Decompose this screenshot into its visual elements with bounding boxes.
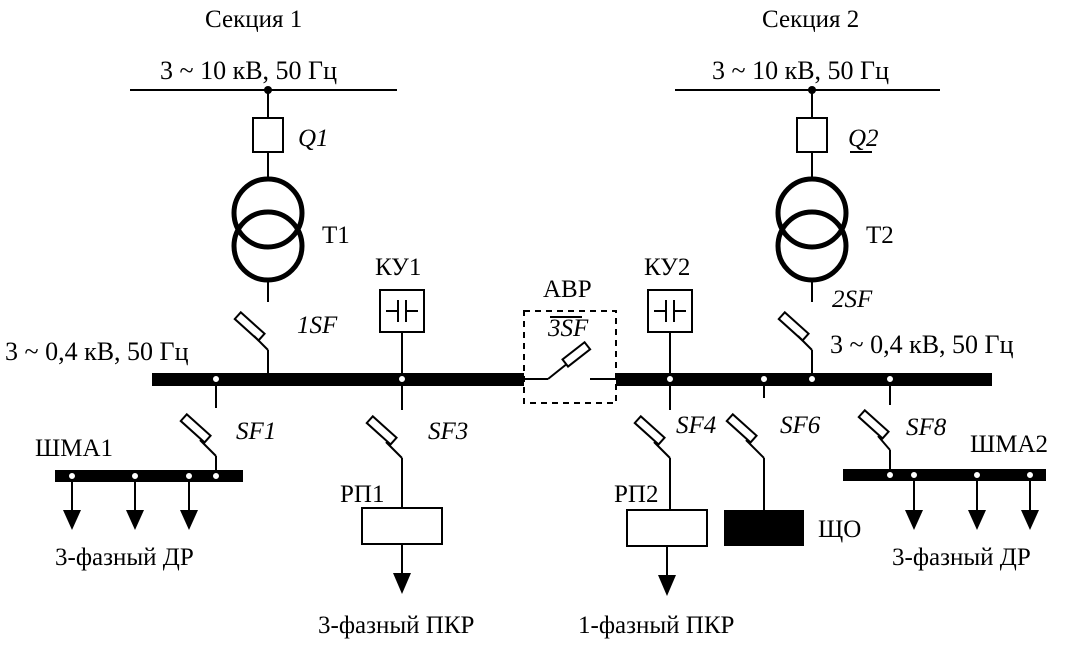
capacitor-ku2-icon[interactable]	[647, 289, 693, 333]
lighting-panel-label: ЩО	[818, 516, 861, 543]
busway1-loads	[63, 471, 198, 530]
transformer-t1-icon[interactable]	[231, 176, 305, 283]
section2-bus-node-t2	[807, 374, 817, 384]
panel-rp2-label: РП2	[614, 481, 658, 508]
panel-rp1-label: РП1	[340, 481, 384, 508]
load-arrow-icon	[63, 510, 81, 530]
transformer-t2-label: Т2	[866, 222, 894, 249]
breaker-q1-label: Q1	[298, 125, 329, 152]
breaker-3sf-label: 3SF	[547, 315, 589, 342]
panel-rp1-load-label: 3-фазный ПКР	[318, 612, 474, 639]
section1-busbar	[152, 373, 524, 386]
section1-bus-node-ku1	[397, 374, 407, 384]
section1-bus-node-sf1	[211, 374, 221, 384]
breaker-sf4-label: SF4	[676, 412, 716, 439]
section2-title: Секция 2	[762, 6, 859, 33]
busway1-load-label: 3-фазный ДР	[55, 544, 194, 571]
load-arrow-icon	[1021, 510, 1039, 530]
busway2-node-feed	[885, 470, 895, 480]
busway2-label: ШМА2	[970, 431, 1048, 458]
section2-busbar	[616, 373, 992, 386]
circuit-breaker-sf8-icon[interactable]	[857, 408, 891, 451]
load-arrow-icon	[968, 510, 986, 530]
circuit-breaker-sf1-icon[interactable]	[179, 412, 217, 457]
breaker-q2-label: Q2	[848, 125, 879, 152]
load-arrow-icon	[393, 573, 411, 594]
compensator-ku1-label: КУ1	[375, 254, 421, 281]
section1-title: Секция 1	[205, 6, 302, 33]
section2-bus-node-ku2	[665, 374, 675, 384]
capacitor-ku1-icon[interactable]	[379, 289, 425, 333]
breaker-sf8-label: SF8	[906, 414, 947, 441]
ats-frame	[523, 310, 617, 404]
load-arrow-icon	[126, 510, 144, 530]
circuit-breaker-sf6-icon[interactable]	[725, 412, 765, 459]
busway2-loads	[905, 470, 1039, 530]
section2-bus-node-sf8	[885, 374, 895, 384]
busway2-load-label: 3-фазный ДР	[892, 544, 1031, 571]
hv-breaker-q1-icon[interactable]	[252, 117, 284, 153]
section2-supply-label: 3 ~ 10 кВ, 50 Гц	[712, 56, 889, 85]
load-arrow-icon	[180, 510, 198, 530]
circuit-breaker-1sf-icon[interactable]	[233, 310, 269, 351]
transformer-t1-label: Т1	[322, 222, 350, 249]
panel-rp2[interactable]	[626, 509, 708, 547]
breaker-1sf-label: 1SF	[297, 312, 338, 339]
compensator-ku2-label: КУ2	[644, 254, 690, 281]
section1-bus-label: 3 ~ 0,4 кВ, 50 Гц	[5, 337, 189, 366]
transformer-t2-icon[interactable]	[775, 176, 849, 283]
load-arrow-icon	[658, 575, 676, 596]
circuit-breaker-sf4-icon[interactable]	[633, 414, 671, 459]
breaker-sf6-label: SF6	[780, 412, 821, 439]
circuit-breaker-sf3-icon[interactable]	[365, 414, 403, 459]
panel-rp1[interactable]	[361, 507, 443, 545]
circuit-breaker-2sf-icon[interactable]	[777, 310, 813, 351]
lighting-panel[interactable]	[724, 510, 804, 546]
section2-bus-node-sf6	[759, 374, 769, 384]
load-arrow-icon	[905, 510, 923, 530]
busway1-label: ШМА1	[35, 435, 113, 462]
breaker-sf3-label: SF3	[428, 418, 468, 445]
section1-supply-label: 3 ~ 10 кВ, 50 Гц	[160, 56, 337, 85]
busway1-bar	[55, 470, 243, 482]
panel-rp2-load-label: 1-фазный ПКР	[578, 612, 734, 639]
ats-title: АВР	[543, 276, 592, 303]
section2-bus-label: 3 ~ 0,4 кВ, 50 Гц	[830, 330, 1014, 359]
section1-bus-node-t1	[264, 375, 272, 383]
busway2-bar	[843, 469, 1046, 481]
breaker-2sf-label: 2SF	[832, 286, 873, 313]
hv-breaker-q2-icon[interactable]	[796, 117, 828, 153]
busway1-node-feed	[211, 471, 221, 481]
breaker-sf1-label: SF1	[236, 418, 276, 445]
circuit-breaker-3sf-icon[interactable]	[524, 340, 616, 380]
